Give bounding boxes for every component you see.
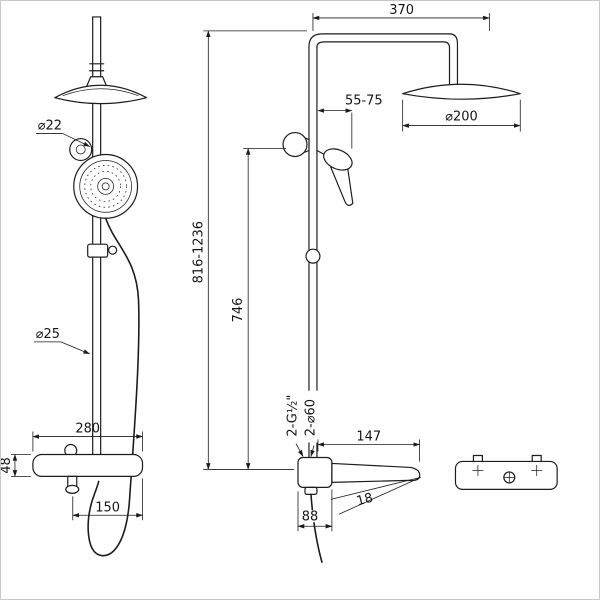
slider-clamp-knob xyxy=(108,245,118,255)
dim-label-spout-length: 147 xyxy=(356,430,381,445)
side-view xyxy=(282,33,521,563)
rain-head-front xyxy=(54,84,148,105)
dim-total-height: 816-1236 xyxy=(191,30,307,470)
slider-clamp xyxy=(87,243,109,258)
dim-label-pipe-dia: ⌀22 xyxy=(38,119,62,134)
dim-label-mixer-width: 280 xyxy=(75,422,100,437)
dim-label-bottom-offset: 88 xyxy=(302,509,318,524)
label-mask xyxy=(289,389,304,442)
angle-line xyxy=(330,477,421,500)
hose-outlet xyxy=(304,486,318,495)
mixer-handle xyxy=(65,484,80,494)
hand-shower-front xyxy=(73,153,139,219)
dim-head-dia: ⌀200 xyxy=(402,99,521,132)
dim-wall-distance: 55-75 xyxy=(317,94,383,149)
hand-shower-hub-center xyxy=(101,182,110,191)
label-mask xyxy=(305,390,322,443)
side-riser-arm-outer xyxy=(308,33,459,459)
dim-pipe-dia: ⌀22 xyxy=(35,119,91,147)
holder-knob-center xyxy=(75,144,86,155)
leader-arrow xyxy=(60,341,91,355)
hand-shower-face xyxy=(79,160,132,213)
dim-bottom-offset: 88 xyxy=(297,489,333,532)
angle-line xyxy=(338,477,421,515)
spout xyxy=(331,462,421,483)
dim-top-width: 370 xyxy=(312,3,490,31)
top-view xyxy=(454,454,558,490)
label-mask xyxy=(300,510,319,523)
dim-label-top-width: 370 xyxy=(389,3,414,18)
hand-shower-nozzle-ring xyxy=(90,171,121,202)
hand-shower-head-side xyxy=(323,148,353,171)
dim-label-thread: 2-G½" xyxy=(286,395,301,437)
dim-label-total-height: 816-1236 xyxy=(191,221,206,283)
slider-ring xyxy=(305,248,321,264)
dim-label-spout-angle: 18 xyxy=(355,491,375,510)
leader-arrow xyxy=(295,443,304,457)
dim-label-lower-dia: ⌀25 xyxy=(36,327,60,342)
hose-side xyxy=(310,493,323,563)
inlet-stub-right xyxy=(531,454,542,463)
dim-label-mixer-height: 48 xyxy=(1,457,14,473)
dim-escutcheon: 2-⌀60 xyxy=(303,390,322,457)
wall-bracket xyxy=(282,131,308,158)
dim-spout-angle: 18 xyxy=(330,477,421,515)
dim-lower-dia: ⌀25 xyxy=(33,327,91,355)
dim-label-head-dia: ⌀200 xyxy=(445,110,477,125)
leader-arrow xyxy=(310,445,315,457)
side-riser-arm-inner xyxy=(316,41,451,459)
dim-label-riser-height: 746 xyxy=(231,298,246,323)
dim-mixer-height: 48 xyxy=(1,454,31,477)
dim-spout-length: 147 xyxy=(317,430,421,462)
dim-label-wall-distance: 55-75 xyxy=(345,94,383,109)
dim-handle-span: 150 xyxy=(72,478,144,521)
front-view xyxy=(32,16,148,557)
dim-label-escutcheon: 2-⌀60 xyxy=(303,399,318,436)
hand-shower-handle-side xyxy=(330,161,354,206)
leader-arrow xyxy=(62,133,91,147)
rain-head-rim xyxy=(62,88,139,97)
hand-shower-nozzle-ring xyxy=(84,165,127,208)
mixer-body-side xyxy=(297,456,333,488)
rain-head-side xyxy=(402,83,521,100)
hand-shower-hose xyxy=(87,217,140,557)
dim-thread: 2-G½" xyxy=(286,389,304,457)
mixer-body-front xyxy=(32,453,144,478)
dim-riser-height: 746 xyxy=(231,148,287,470)
dim-mixer-width: 280 xyxy=(32,422,144,452)
dim-label-handle-span: 150 xyxy=(95,500,120,515)
hand-shower-hub xyxy=(97,178,114,195)
inlet-stub-left xyxy=(472,454,483,463)
